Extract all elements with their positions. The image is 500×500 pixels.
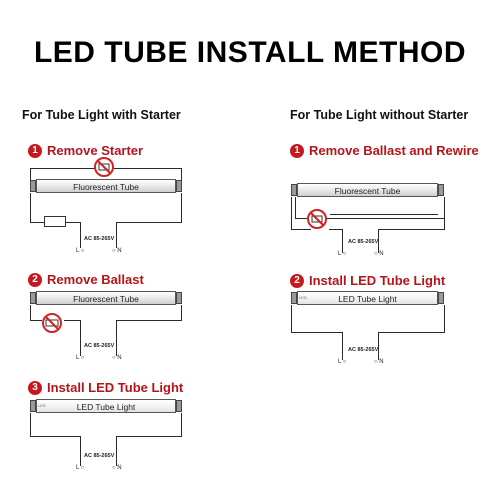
ac-voltage-label: AC 85-265V (348, 239, 379, 245)
right-heading: For Tube Light without Starter (290, 108, 469, 122)
led-mark: LED (299, 295, 307, 300)
right-step-1-label: Remove Ballast and Rewire (309, 143, 479, 158)
right-step-1: 1 Remove Ballast and Rewire (290, 143, 479, 158)
ac-voltage-label: AC 85-265V (84, 236, 115, 242)
left-tube-3: LED Tube Light (36, 399, 176, 413)
left-step-3-label: Install LED Tube Light (47, 380, 184, 395)
ac-voltage-label: AC 85-265V (348, 347, 379, 353)
right-step-2-label: Install LED Tube Light (309, 273, 446, 288)
no-starter-icon (94, 157, 114, 177)
step-number-badge: 1 (290, 143, 304, 158)
terminal-l: L ○ (338, 359, 347, 365)
ac-voltage-label: AC 85-265V (84, 343, 115, 349)
terminal-l: L ○ (338, 251, 347, 257)
left-tube-1: Fluorescent Tube (36, 179, 176, 193)
left-step-1-label: Remove Starter (47, 143, 144, 158)
no-ballast-icon (42, 313, 62, 333)
terminal-l: L ○ (76, 355, 85, 361)
page-title: LED TUBE INSTALL METHOD (33, 36, 467, 69)
terminal-n: ○ N (112, 465, 122, 471)
led-mark: LED (38, 403, 46, 408)
terminal-n: ○ N (374, 359, 384, 365)
ballast-box (44, 216, 66, 227)
left-heading: For Tube Light with Starter (22, 108, 181, 122)
left-step-3: 3 Install LED Tube Light (28, 380, 183, 395)
step-number-badge: 1 (28, 143, 42, 158)
step-number-badge: 3 (28, 380, 42, 395)
right-step-2: 2 Install LED Tube Light (290, 273, 445, 288)
terminal-l: L ○ (76, 248, 85, 254)
step-number-badge: 2 (290, 273, 304, 288)
left-step-2-label: Remove Ballast (47, 272, 144, 287)
terminal-l: L ○ (76, 465, 85, 471)
no-ballast-icon (307, 209, 327, 229)
ac-voltage-label: AC 85-265V (84, 453, 115, 459)
left-step-2: 2 Remove Ballast (28, 272, 144, 287)
left-step-1: 1 Remove Starter (28, 143, 143, 158)
terminal-n: ○ N (112, 248, 122, 254)
right-tube-1: Fluorescent Tube (297, 183, 438, 197)
terminal-n: ○ N (374, 251, 384, 257)
step-number-badge: 2 (28, 272, 42, 287)
right-tube-2: LED Tube Light (297, 291, 438, 305)
left-tube-2: Fluorescent Tube (36, 291, 176, 305)
terminal-n: ○ N (112, 355, 122, 361)
